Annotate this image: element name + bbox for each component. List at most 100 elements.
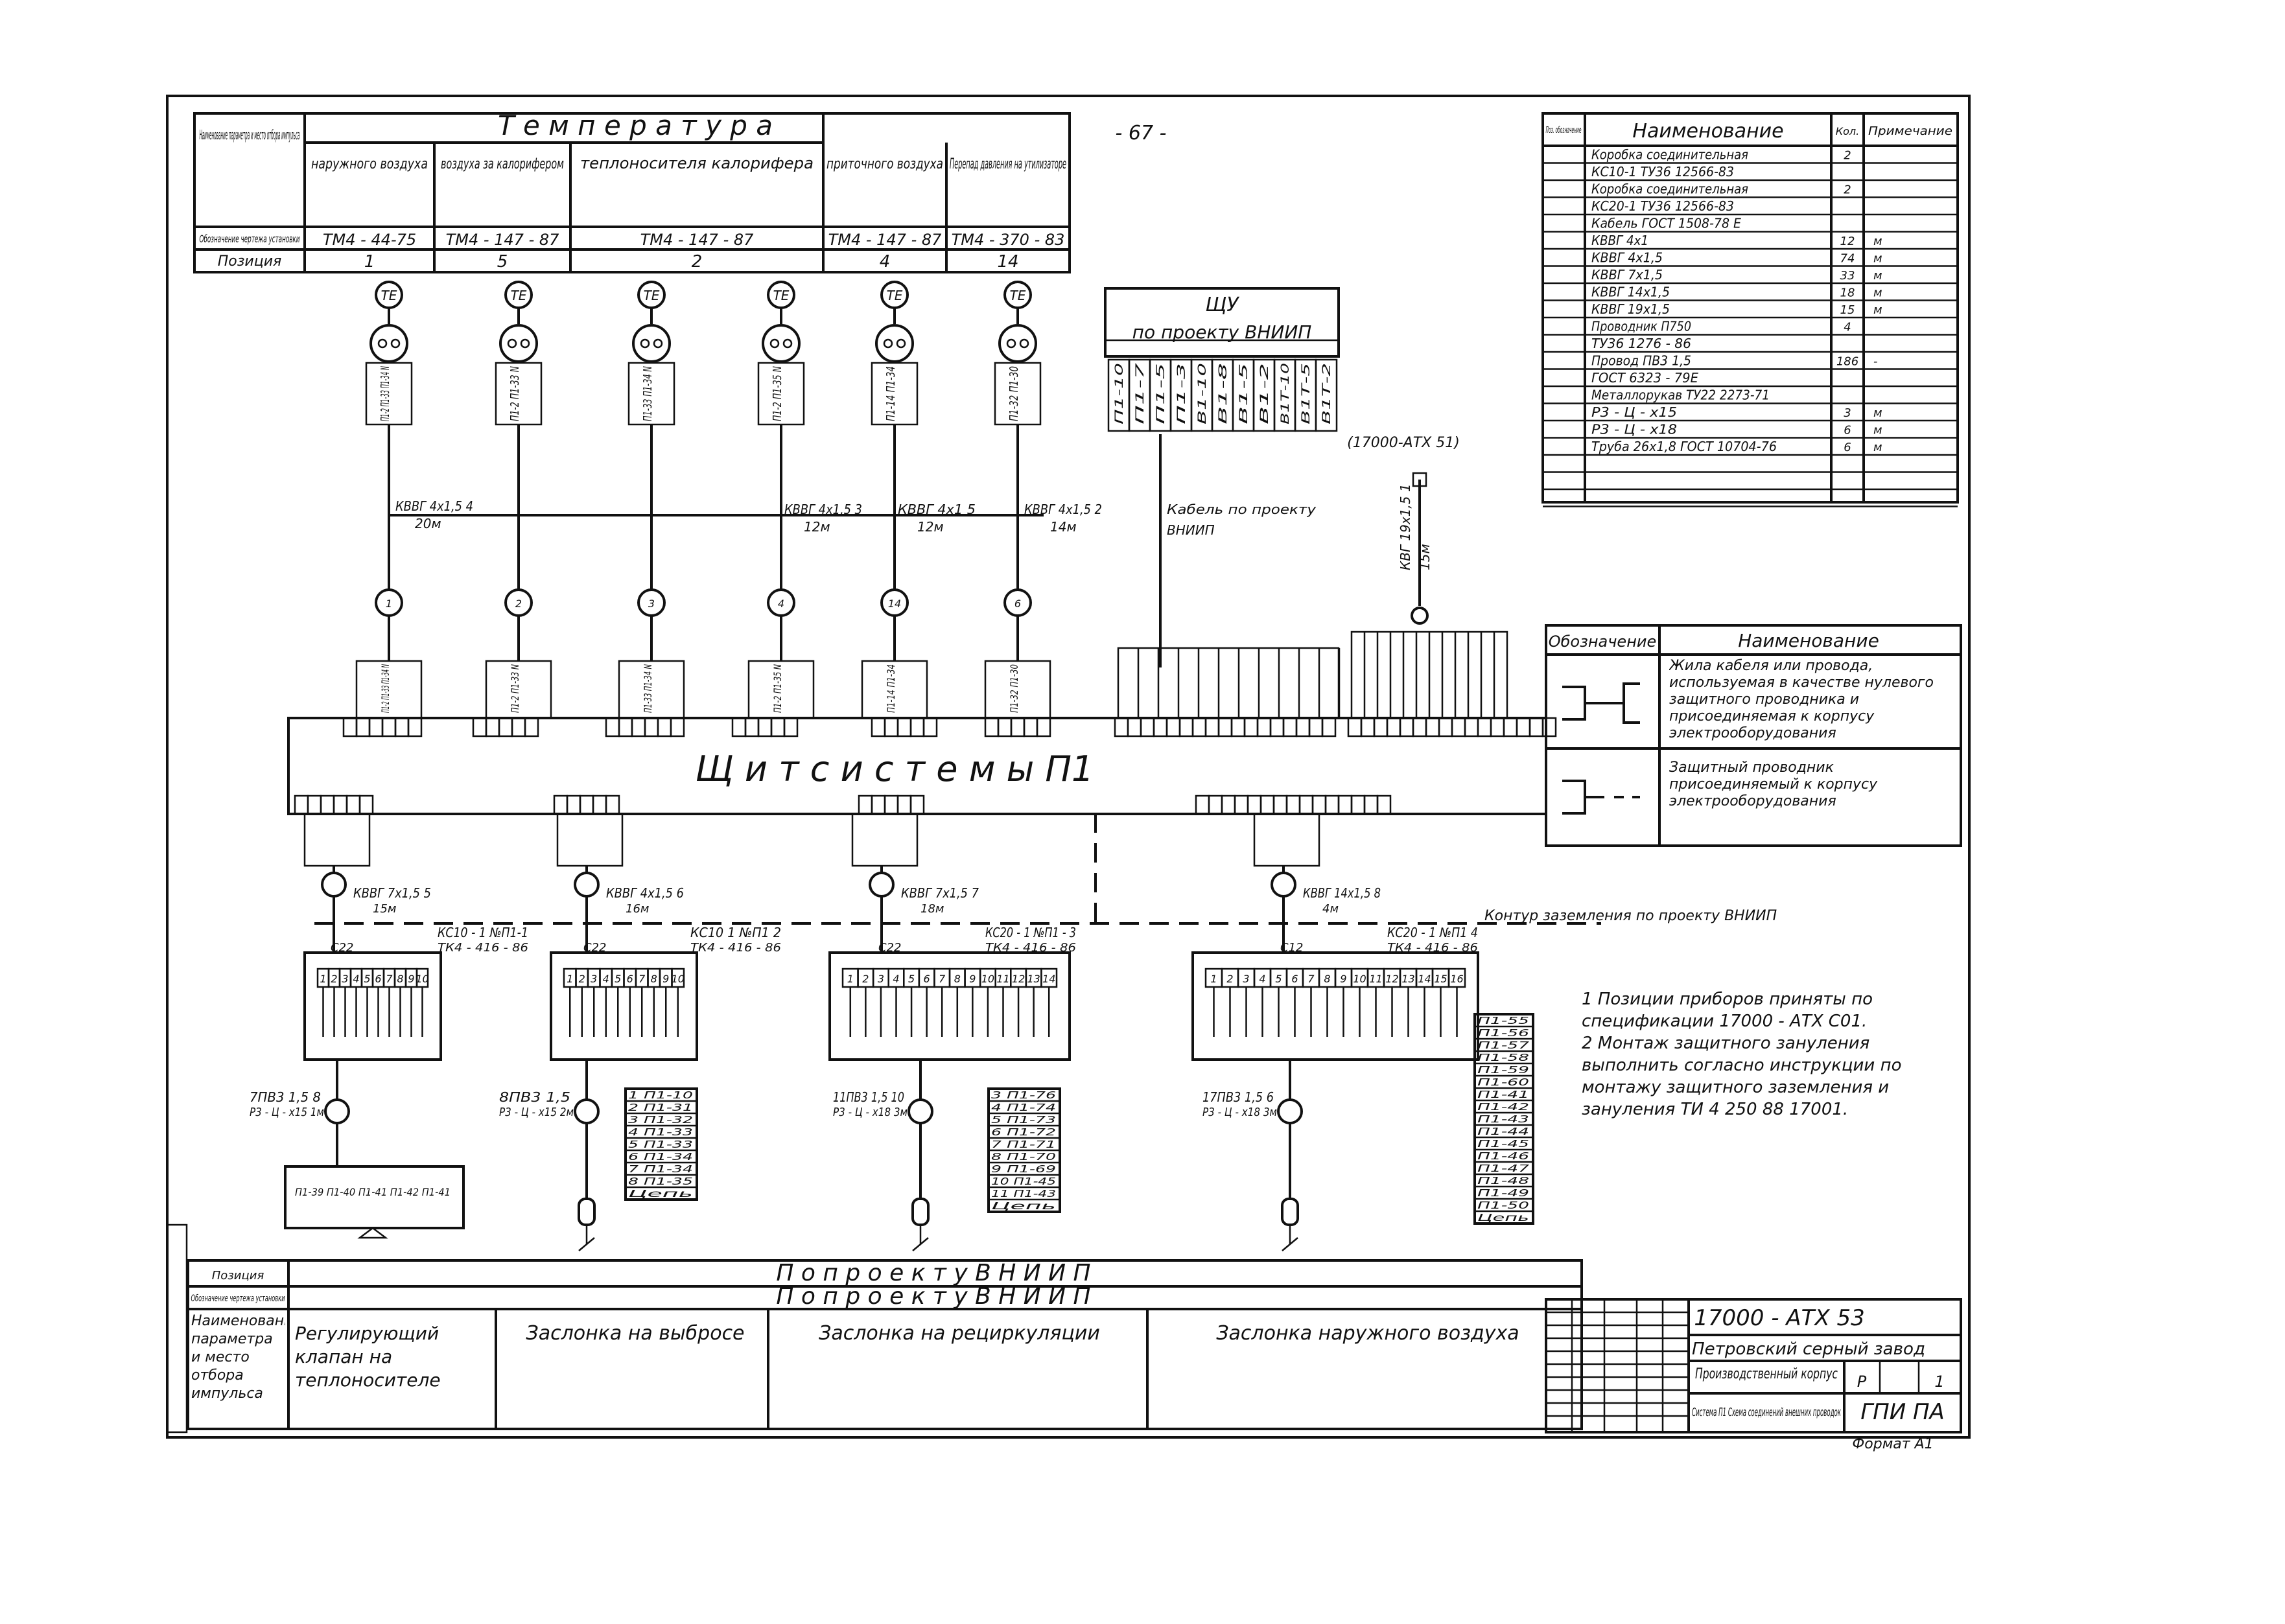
junction-terminal-number: 3 — [878, 973, 884, 985]
junction-terminal-number: 10 — [416, 973, 428, 985]
junction-box — [550, 951, 698, 1061]
sensor-terminals: П1-14 П1-34 — [884, 366, 898, 421]
stamp-stage: Р — [1857, 1373, 1867, 1391]
panel-out-block — [303, 813, 371, 867]
spec-row-qty: 4 — [1844, 321, 1851, 334]
panel-terminal-cell — [1269, 717, 1285, 737]
header-col-drawing: ТМ4 - 147 - 87 — [640, 231, 755, 249]
panel-terminal-cell — [1399, 717, 1414, 737]
device-wire-label: 11ПВ3 1,5 10 — [833, 1089, 904, 1105]
stamp-org: ГПИ ПА — [1860, 1399, 1945, 1425]
panel-terminals: П1-33 П1-34 N — [642, 664, 654, 713]
header-group-title: Т е м п е р а т у р а — [498, 110, 773, 141]
footer-item: Заслонка на выбросе — [526, 1322, 745, 1345]
mark-table-row: 8 П1-35 — [628, 1176, 693, 1187]
sensor-pin — [1019, 338, 1029, 349]
mark-table-row: 3 П1-32 — [628, 1114, 693, 1126]
spec-header: Примечание — [1868, 124, 1952, 138]
spec-row-name: Металлорукав ТУ22 2273-71 — [1591, 388, 1770, 403]
actuator-plug — [911, 1198, 930, 1226]
junction-terminal-number: 4 — [893, 973, 899, 985]
junction-terminal-number: 3 — [342, 973, 348, 985]
device-wire-label: 7ПВ3 1,5 8 — [250, 1089, 321, 1105]
junction-terminal-number: 5 — [908, 973, 915, 985]
junction-terminal-number: 9 — [1340, 973, 1346, 985]
device-wire-label: 8ПВ3 1,5 — [499, 1089, 570, 1105]
header-row-label-designation: Обозначение чертежа установки — [200, 233, 300, 245]
panel-terminal-cell — [1204, 717, 1220, 737]
mark-table-row: П1-56 — [1477, 1027, 1529, 1039]
junction-terminal-number: 15 — [1434, 973, 1447, 985]
mark-table-row: 9 П1-69 — [991, 1163, 1056, 1175]
sensor-symbol: TE — [381, 288, 397, 303]
spec-row-note: м — [1873, 441, 1882, 454]
mark-table-row: Цепь — [1477, 1212, 1529, 1224]
junction-terminal-number: 5 — [364, 973, 370, 985]
valve-symbol — [357, 1227, 388, 1239]
stamp-sheet: 1 — [1934, 1373, 1944, 1391]
shu-panel-block — [1117, 647, 1340, 719]
legend-text: Защитный проводник присоединяемый к корп… — [1669, 760, 1878, 809]
panel-terminal-cell — [394, 717, 410, 737]
panel-terminal-cell — [1425, 717, 1440, 737]
panel-terminal-cell — [871, 717, 886, 737]
gland-label: С22 — [583, 941, 606, 955]
footer-item: Заслонка на рециркуляции — [819, 1322, 1100, 1345]
panel-terminal-cell — [605, 795, 620, 815]
spec-row-qty: 6 — [1844, 441, 1851, 454]
junction-box-label: КС10 - 1 №П1-1 — [438, 925, 528, 940]
junction-terminal-number: 1 — [847, 973, 854, 985]
actuator-plug — [578, 1198, 596, 1226]
panel-terminals: П1-14 П1-34 — [885, 664, 897, 713]
sensor-terminals: П1-2 П1-33 П1-34 N — [379, 366, 392, 421]
panel-terminal-cell — [1503, 717, 1518, 737]
sensor-pin — [640, 338, 650, 349]
gland-label: С12 — [1280, 941, 1303, 955]
shu-terminal-label: В1Т-5 — [1300, 363, 1313, 424]
spec-row-name: ТУ36 1276 - 86 — [1591, 336, 1691, 351]
junction-terminal-number: 4 — [353, 973, 359, 985]
footer-table: Позиция Обозначение чертежа установки На… — [187, 1259, 1583, 1430]
junction-terminal-number: 5 — [1275, 973, 1282, 985]
header-col-name: воздуха за калорифером — [441, 156, 564, 172]
spec-row-name: Труба 26х1,8 ГОСТ 10704-76 — [1591, 439, 1777, 454]
junction-terminal-number: 3 — [1243, 973, 1249, 985]
panel-terminal-cell — [618, 717, 633, 737]
cable-gland — [1271, 872, 1296, 898]
junction-terminal-number: 2 — [331, 973, 337, 985]
cable-gland — [324, 1098, 350, 1124]
header-col-name: теплоносителя калорифера — [580, 154, 814, 172]
panel-terminal-cell — [553, 795, 568, 815]
mark-table-row: 10 П1-45 — [991, 1176, 1056, 1187]
spec-row-name: КС10-1 ТУ36 12566-83 — [1591, 164, 1734, 180]
junction-terminal-number: 12 — [1012, 973, 1025, 985]
device-hose-label: Р3 - Ц - х15 2м — [499, 1106, 574, 1119]
mark-table-row: П1-45 — [1477, 1138, 1529, 1150]
bottom-cable-label: КВВГ 7х1,5 7 — [901, 885, 979, 901]
shu-terminal-label: В1Т-10 — [1279, 363, 1292, 424]
junction-terminal-number: 9 — [662, 973, 669, 985]
junction-terminal-number: 6 — [375, 973, 381, 985]
spec-row-qty: 186 — [1836, 355, 1858, 369]
bottom-cable-label: КВВГ 4х1,5 6 — [606, 885, 684, 901]
panel-terminal-cell — [871, 795, 886, 815]
panel-terminal-cell — [320, 795, 335, 815]
header-col-name: Перепад давления на утилизаторе — [950, 156, 1066, 172]
panel-terminal-cell — [1337, 795, 1353, 815]
header-row-label-name: Наименование параметра и место отбора им… — [200, 127, 300, 143]
shu-terminal-label: П1-3 — [1175, 363, 1188, 424]
spec-header: Наименование — [1632, 120, 1783, 143]
panel-terminal-cell — [358, 795, 374, 815]
spec-row-qty: 2 — [1844, 183, 1851, 197]
shu-terminal-label: В1-10 — [1196, 363, 1209, 424]
shu-terminal-label: П1-10 — [1113, 363, 1126, 424]
cable-gland — [869, 872, 895, 898]
junction-terminal-number: 8 — [397, 973, 403, 985]
junction-terminal-number: 10 — [981, 973, 994, 985]
junction-terminal-number: 7 — [1307, 973, 1315, 985]
